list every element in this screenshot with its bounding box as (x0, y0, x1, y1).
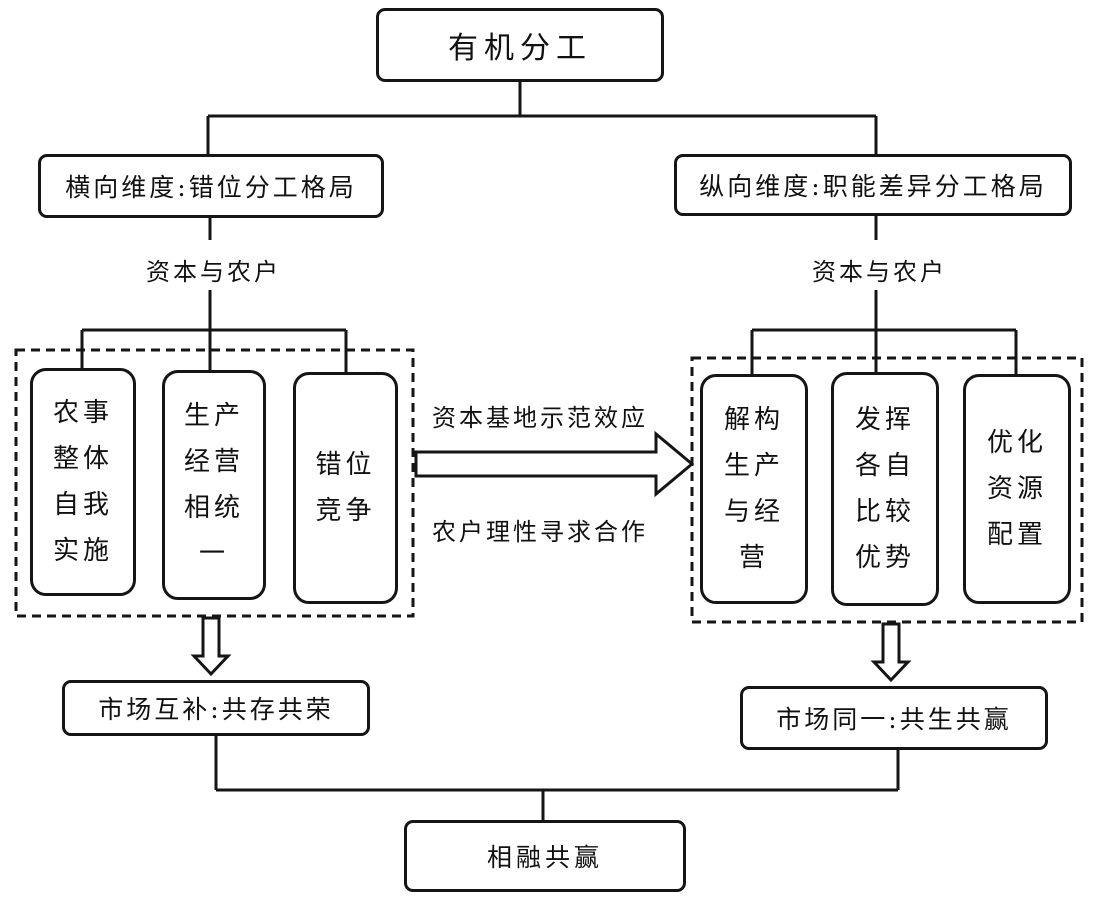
effect-arrow (414, 430, 695, 498)
right-item-3-label: 优化 资源 配置 (986, 428, 1047, 550)
right-down-arrow (870, 622, 912, 683)
left-dimension-label: 横向维度:错位分工格局 (65, 173, 357, 202)
right-item-3: 优化 资源 配置 (963, 374, 1071, 604)
arrow-top-label: 资本基地示范效应 (432, 404, 648, 432)
top-node: 有机分工 (376, 8, 664, 82)
right-market-node: 市场同一:共生共赢 (740, 686, 1048, 750)
right-item-1-label: 解构 生产 与经 营 (723, 405, 784, 573)
right-actors-label: 资本与农户 (812, 258, 947, 286)
left-item-2-label: 生产 经营 相统 一 (183, 401, 244, 569)
left-item-3-label: 错位 竞争 (315, 450, 376, 526)
left-market-node: 市场互补:共存共荣 (62, 680, 370, 736)
left-down-arrow (190, 616, 232, 677)
left-item-2: 生产 经营 相统 一 (162, 370, 266, 600)
right-market-label: 市场同一:共生共赢 (776, 705, 1012, 734)
left-item-1: 农事 整体 自我 实施 (30, 368, 136, 596)
bottom-node: 相融共赢 (404, 820, 686, 892)
right-dimension-node: 纵向维度:职能差异分工格局 (674, 154, 1072, 216)
top-node-label: 有机分工 (448, 31, 592, 66)
right-group-frame (690, 356, 1084, 624)
left-group-frame (14, 348, 415, 618)
right-dimension-label: 纵向维度:职能差异分工格局 (699, 172, 1047, 201)
left-actors-label: 资本与农户 (146, 258, 281, 286)
left-market-label: 市场互补:共存共荣 (98, 695, 334, 724)
arrow-bottom-label: 农户理性寻求合作 (432, 518, 648, 546)
left-item-3: 错位 竞争 (293, 372, 398, 604)
right-item-1: 解构 生产 与经 营 (700, 374, 808, 604)
right-item-2-label: 发挥 各自 比较 优势 (854, 405, 915, 573)
left-item-1-label: 农事 整体 自我 实施 (52, 398, 113, 566)
right-item-2: 发挥 各自 比较 优势 (831, 372, 939, 606)
left-dimension-node: 横向维度:错位分工格局 (38, 154, 384, 218)
bottom-node-label: 相融共赢 (486, 843, 603, 872)
